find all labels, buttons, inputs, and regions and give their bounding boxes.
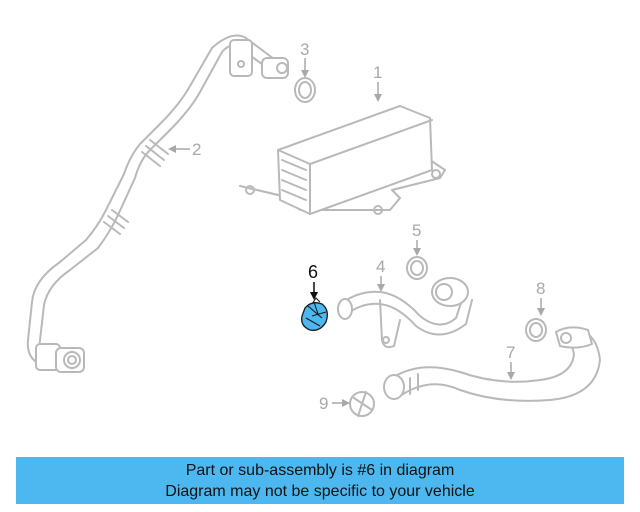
svg-text:2: 2 (192, 140, 201, 159)
callout-3: 3 (300, 40, 309, 78)
callout-9: 9 (319, 394, 350, 413)
callout-6: 6 (308, 262, 318, 300)
svg-text:7: 7 (506, 343, 515, 362)
svg-text:6: 6 (308, 262, 318, 282)
svg-text:4: 4 (376, 257, 385, 276)
part-5-o-ring (406, 256, 428, 280)
callout-4: 4 (376, 257, 385, 292)
parts-diagram: 1 2 3 4 5 6 7 8 9 (26, 34, 601, 417)
part-6-highlighted (301, 297, 328, 331)
info-banner: Part or sub-assembly is #6 in diagram Di… (16, 457, 624, 504)
banner-line-disclaimer: Diagram may not be specific to your vehi… (165, 482, 475, 500)
callout-8: 8 (536, 279, 545, 316)
svg-text:5: 5 (412, 221, 421, 240)
part-3-o-ring (294, 77, 316, 103)
svg-text:9: 9 (319, 394, 328, 413)
callout-2: 2 (168, 140, 201, 159)
banner-line-part-number: Part or sub-assembly is #6 in diagram (185, 461, 455, 479)
part-2-oil-line (26, 34, 289, 373)
part-9-clamp (349, 391, 375, 417)
part-8-o-ring (525, 318, 547, 342)
svg-text:1: 1 (373, 63, 382, 82)
part-4-pipe (337, 277, 473, 349)
part-1-oil-cooler (239, 105, 446, 215)
svg-text:8: 8 (536, 279, 545, 298)
svg-text:3: 3 (300, 40, 309, 59)
callout-7: 7 (506, 343, 515, 380)
callout-1: 1 (373, 63, 382, 102)
callout-5: 5 (412, 221, 421, 256)
part-7-hose (383, 326, 601, 402)
